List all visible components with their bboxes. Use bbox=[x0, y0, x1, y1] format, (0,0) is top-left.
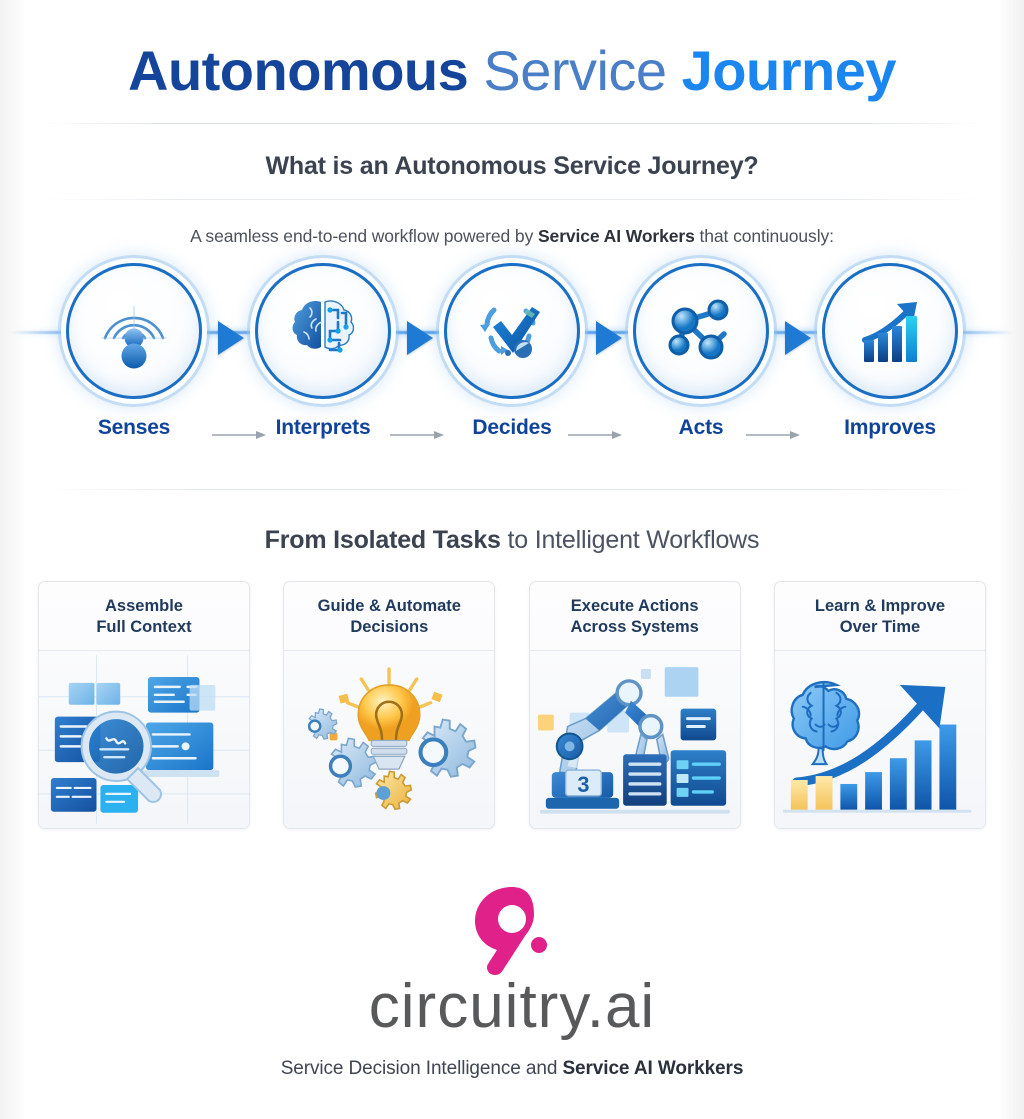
workflow-card-assemble-full-context[interactable]: Assemble Full Context bbox=[38, 580, 250, 829]
title-section: Autonomous Service Journey bbox=[0, 0, 1024, 101]
title-divider bbox=[40, 122, 984, 124]
title-word-autonomous: Autonomous bbox=[128, 39, 469, 102]
card-title-2-line2: Decisions bbox=[350, 617, 429, 636]
workflows-heading-strong: From Isolated Tasks bbox=[264, 525, 501, 554]
card-title-1-line1: Assemble bbox=[105, 596, 183, 615]
page-title: Autonomous Service Journey bbox=[0, 39, 1024, 102]
card-art-4 bbox=[774, 651, 985, 828]
workflow-card-guide-automate-decisions[interactable]: Guide & Automate Decisions bbox=[283, 580, 496, 829]
workflows-divider bbox=[40, 488, 984, 490]
card-title-1: Assemble Full Context bbox=[39, 582, 249, 652]
card-title-4-line2: Over Time bbox=[839, 617, 921, 636]
circuitry-logo-mark bbox=[475, 886, 547, 975]
step-circle-senses bbox=[66, 262, 202, 399]
card-title-2: Guide & Automate Decisions bbox=[284, 582, 495, 652]
pipeline-arrow-1 bbox=[218, 320, 244, 355]
step-circle-interprets bbox=[255, 262, 391, 399]
title-word-service: Service bbox=[483, 39, 667, 102]
intro-divider bbox=[40, 198, 984, 200]
bar-chart-arrow-icon bbox=[862, 301, 917, 362]
magnifier-documents-icon bbox=[39, 655, 249, 824]
title-word-journey: Journey bbox=[681, 39, 897, 102]
card-art-1 bbox=[39, 651, 249, 828]
pipeline-arrow-3 bbox=[596, 320, 622, 355]
label-arrow-3 bbox=[568, 430, 624, 440]
pipeline-section: Senses Interprets Decides Acts Improves bbox=[0, 262, 1024, 463]
pipeline-step-senses[interactable] bbox=[66, 262, 244, 399]
pipeline-step-acts[interactable] bbox=[633, 262, 811, 399]
intro-subtitle: A seamless end-to-end workflow powered b… bbox=[0, 226, 1024, 247]
brand-wordmark: circuitry.ai bbox=[368, 971, 656, 1041]
pipeline-step-interprets[interactable] bbox=[255, 262, 433, 399]
workflow-card-execute-actions-across-systems[interactable]: Execute Actions Across Systems bbox=[528, 580, 741, 829]
card-art-2 bbox=[284, 651, 495, 828]
intro-subtitle-bold: Service AI Workers bbox=[537, 225, 695, 246]
card-art-3: 3 bbox=[529, 651, 740, 828]
brand-block: circuitry.ai bbox=[0, 883, 1024, 1042]
pipeline-label-decides: Decides bbox=[472, 415, 552, 439]
robot-base-number: 3 bbox=[577, 772, 589, 797]
pipeline-label-acts: Acts bbox=[678, 415, 724, 439]
label-arrow-4 bbox=[746, 430, 802, 440]
card-title-3-line2: Across Systems bbox=[570, 617, 699, 636]
intro-subtitle-pre: A seamless end-to-end workflow powered b… bbox=[190, 225, 538, 246]
card-title-3-line1: Execute Actions bbox=[570, 596, 699, 615]
card-title-1-line2: Full Context bbox=[96, 617, 192, 636]
pipeline-step-improves[interactable] bbox=[822, 262, 958, 399]
pipeline-arrow-2 bbox=[407, 320, 433, 355]
brain-growth-chart-icon bbox=[782, 681, 972, 813]
lightbulb-gears-icon bbox=[308, 667, 477, 811]
step-circle-acts bbox=[633, 262, 769, 399]
network-nodes-icon bbox=[668, 299, 729, 360]
checkmark-cycle-icon bbox=[480, 306, 540, 358]
card-title-4-line1: Learn & Improve bbox=[814, 596, 946, 615]
pipeline-labels: Senses Interprets Decides Acts Improves bbox=[0, 416, 1024, 440]
pipeline-steps bbox=[0, 262, 1024, 399]
workflows-heading: From Isolated Tasks to Intelligent Workf… bbox=[0, 526, 1024, 555]
intro-subtitle-post: that continuously: bbox=[694, 225, 835, 246]
card-title-4: Learn & Improve Over Time bbox=[774, 582, 985, 652]
step-circle-improves bbox=[822, 262, 958, 399]
workflows-heading-light: to Intelligent Workflows bbox=[500, 525, 760, 554]
workflow-card-learn-improve-over-time[interactable]: Learn & Improve Over Time bbox=[773, 580, 986, 829]
robot-arm-systems-icon: 3 bbox=[537, 667, 730, 814]
label-arrow-1 bbox=[212, 430, 268, 440]
pipeline-step-decides[interactable] bbox=[444, 262, 622, 399]
signal-waves-icon bbox=[101, 305, 167, 369]
workflow-cards: Assemble Full Context bbox=[0, 580, 1024, 829]
card-title-2-line1: Guide & Automate bbox=[317, 596, 461, 615]
brand-tagline-bold: Service AI Workkers bbox=[562, 1057, 744, 1079]
step-circle-decides bbox=[444, 262, 580, 399]
intro-heading: What is an Autonomous Service Journey? bbox=[265, 151, 759, 180]
pipeline-label-interprets: Interprets bbox=[275, 415, 371, 439]
brand-tagline-pre: Service Decision Intelligence and bbox=[280, 1057, 563, 1079]
pipeline-label-senses: Senses bbox=[97, 415, 171, 439]
card-title-3: Execute Actions Across Systems bbox=[529, 582, 740, 652]
pipeline-arrow-4 bbox=[785, 320, 811, 355]
pipeline-label-improves: Improves bbox=[844, 415, 936, 439]
label-arrow-2 bbox=[390, 430, 446, 440]
brand-tagline: Service Decision Intelligence and Servic… bbox=[0, 1058, 1024, 1080]
brain-circuit-icon bbox=[292, 300, 355, 353]
